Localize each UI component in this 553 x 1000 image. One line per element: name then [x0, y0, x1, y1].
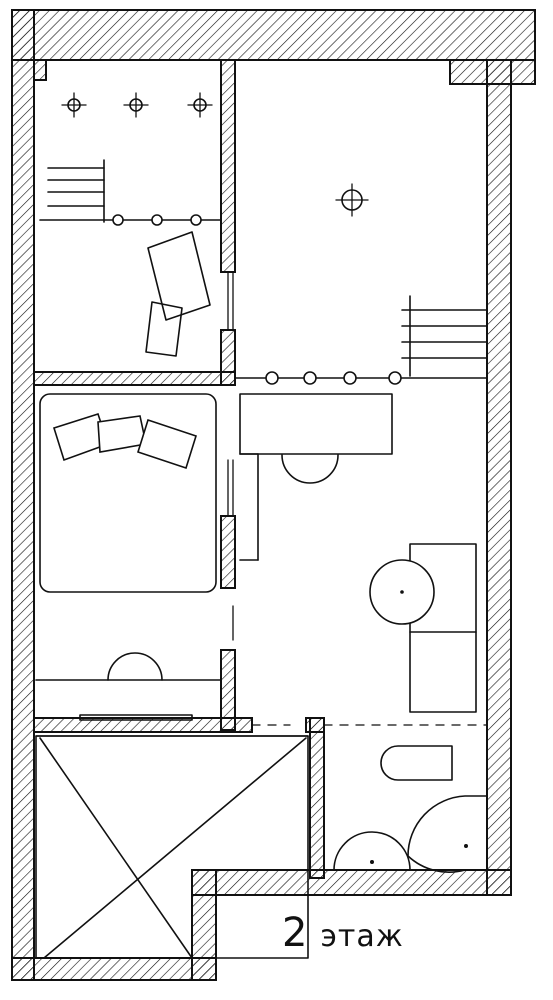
floor-word: этаж: [320, 919, 404, 954]
stairwell-cross: [39, 737, 193, 959]
ceiling-light-icon: [61, 92, 213, 118]
interior-walls: [33, 59, 325, 879]
chair: [145, 301, 183, 357]
pillow: [137, 418, 197, 470]
wall-partition-3: [220, 515, 236, 589]
sink: [333, 831, 411, 871]
floor-number: 2: [282, 910, 309, 956]
exterior-walls: [11, 9, 536, 981]
wall-right: [486, 59, 512, 896]
sofa: [409, 543, 477, 713]
room-top-right: [234, 183, 488, 385]
wall-bath-left: [309, 717, 325, 879]
bedroom: [35, 393, 222, 721]
stairwell-cross: [43, 737, 307, 959]
ceiling-light-icon: [335, 183, 369, 217]
bathroom: [333, 745, 488, 873]
living-area: [239, 393, 477, 713]
wall-bottom-right: [191, 869, 512, 896]
shower: [407, 795, 488, 873]
wall-bedroom-top: [33, 371, 236, 386]
wall-partition-1: [220, 59, 236, 273]
chair: [281, 454, 339, 484]
bed: [39, 393, 217, 593]
stairwell-opening: [35, 735, 309, 959]
pillow: [97, 415, 147, 453]
room-top-left: [39, 92, 222, 357]
shelves: [401, 295, 488, 377]
wall-left: [11, 9, 35, 981]
openings: [227, 271, 488, 726]
bathtub: [380, 745, 453, 781]
curtain-rail: [234, 371, 488, 385]
wall-top: [11, 9, 536, 61]
wall-bottom: [11, 957, 217, 981]
wall-top-left-notch: [33, 59, 47, 81]
radiator: [79, 714, 193, 721]
shelves: [47, 159, 105, 223]
table: [239, 393, 393, 455]
chair: [107, 652, 163, 681]
curtain-rail: [39, 214, 222, 226]
floor-label: 2 этаж: [282, 910, 404, 956]
desk: [147, 231, 211, 321]
stairwell: [35, 735, 309, 959]
